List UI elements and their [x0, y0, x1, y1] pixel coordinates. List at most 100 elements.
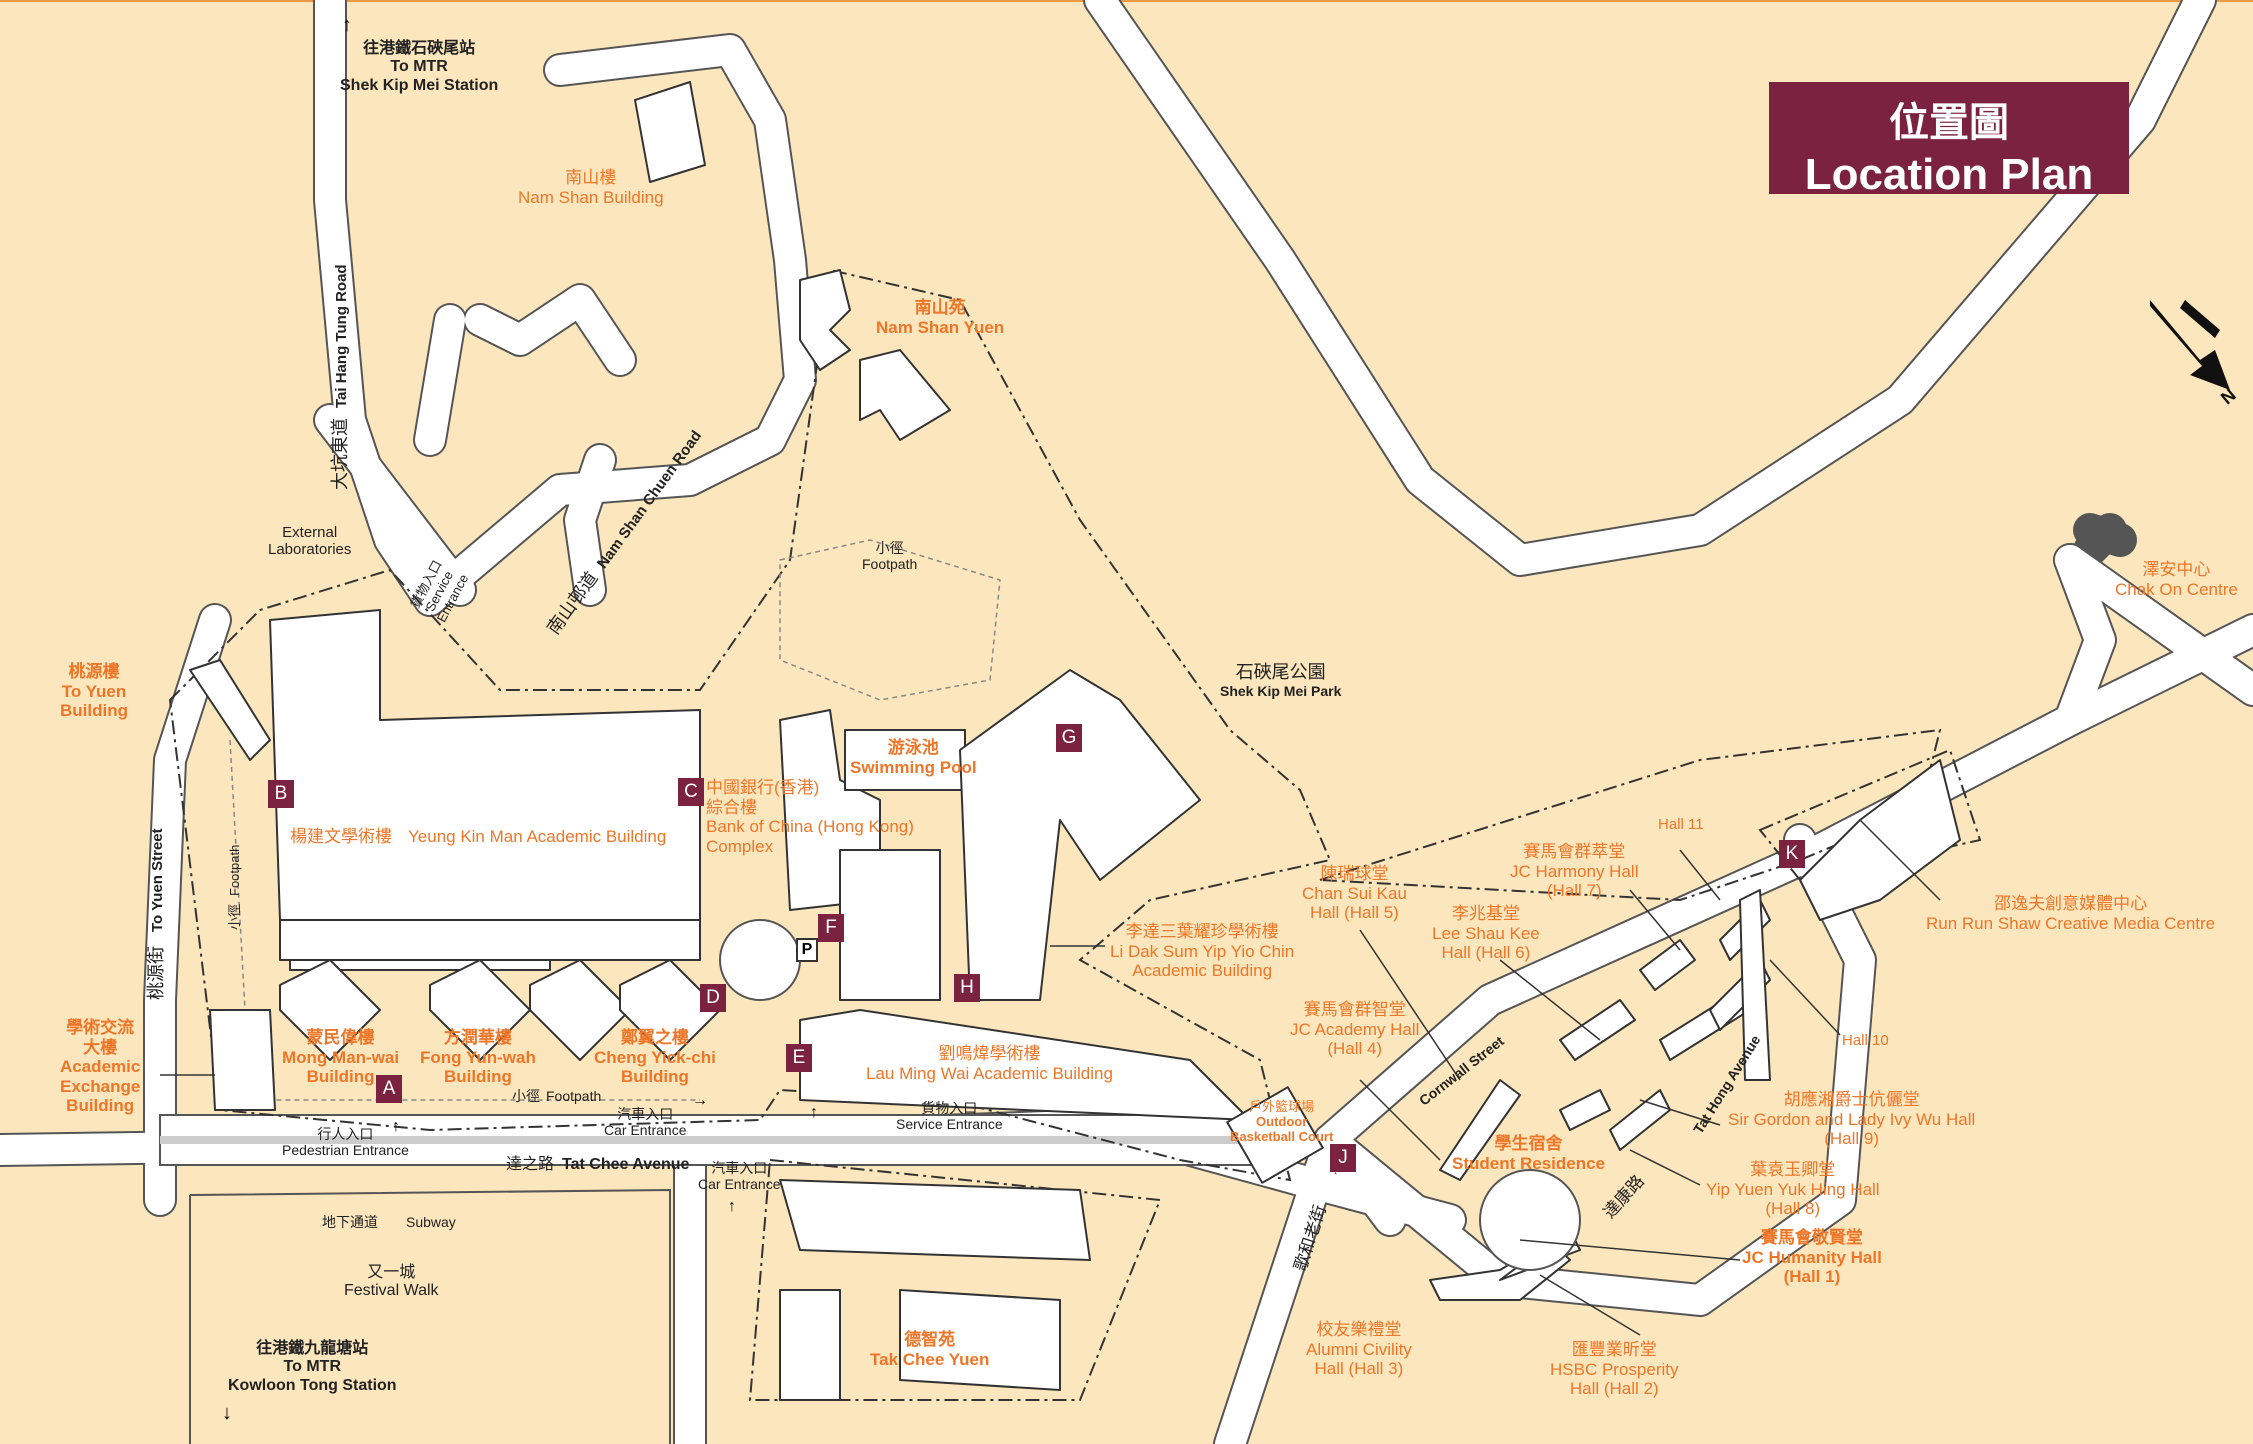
lee-shau-kee-zh: 李兆基堂 — [1451, 904, 1520, 923]
marker-e[interactable]: E — [786, 1044, 812, 1072]
alumni-civility-zh: 校友樂禮堂 — [1316, 1320, 1402, 1339]
tai-hang-tung-zh: 大坑東道 — [330, 418, 350, 490]
fong-yun-wah-en2: Building — [443, 1067, 512, 1087]
jc-harmony-en1: JC Harmony Hall — [1510, 861, 1639, 881]
road-tai-hang-tung: 大坑東道Tai Hang Tung Road — [326, 264, 352, 490]
label-swimming-pool: 游泳池 Swimming Pool — [850, 738, 977, 777]
yip-yuen-yuk-en2: (Hall 8) — [1765, 1199, 1821, 1219]
festival-walk-en: Festival Walk — [344, 1282, 439, 1300]
mong-man-wai-en2: Building — [306, 1067, 375, 1087]
lau-ming-wai-zh: 劉鳴煒學術樓 — [938, 1044, 1041, 1063]
academic-exchange-zh2: 大樓 — [83, 1037, 118, 1057]
label-tak-chee-yuen: 德智苑 Tak Chee Yuen — [870, 1330, 989, 1369]
run-run-shaw-zh: 邵逸夫創意媒體中心 — [1994, 894, 2148, 913]
marker-c[interactable]: C — [678, 778, 704, 806]
location-plan-title: 位置圖 Location Plan — [1769, 82, 2129, 199]
label-car-entrance-2: 汽車入口 Car Entrance — [698, 1160, 780, 1192]
fong-yun-wah-en1: Fong Yun-wah — [420, 1047, 536, 1067]
label-festival-walk: 又一城 Festival Walk — [344, 1264, 439, 1301]
label-run-run-shaw: 邵逸夫創意媒體中心 Run Run Shaw Creative Media Ce… — [1926, 894, 2215, 933]
label-boc-complex: 中國銀行(香港) 綜合樓 Bank of China (Hong Kong) C… — [706, 778, 914, 856]
student-residence-en: Student Residence — [1452, 1153, 1606, 1173]
nam-shan-yuen-en: Nam Shan Yuen — [876, 317, 1005, 337]
marker-d[interactable]: D — [700, 984, 726, 1012]
pedestrian-entrance-en: Pedestrian Entrance — [282, 1142, 409, 1159]
to-yuen-street-en: To Yuen Street — [149, 828, 166, 932]
label-hall-11: Hall 11 — [1658, 816, 1704, 833]
hsbc-prosperity-zh: 匯豐業昕堂 — [1571, 1340, 1657, 1359]
tat-chee-zh: 達之路 — [506, 1156, 555, 1173]
marker-g[interactable]: G — [1056, 724, 1082, 752]
label-li-dak-sum: 李達三葉耀珍學術樓 Li Dak Sum Yip Yio Chin Academ… — [1110, 922, 1294, 981]
label-lau-ming-wai: 劉鳴煒學術樓 Lau Ming Wai Academic Building — [866, 1044, 1113, 1083]
car-entrance-1-en: Car Entrance — [604, 1122, 687, 1139]
hsbc-prosperity-en1: HSBC Prosperity — [1550, 1359, 1679, 1379]
road-tat-chee-avenue: 達之路 Tat Chee Avenue — [506, 1150, 689, 1174]
marker-k[interactable]: K — [1779, 840, 1805, 868]
pedestrian-arrow-icon: ↑ — [392, 1118, 400, 1135]
to-yuen-building-en2: Building — [60, 701, 128, 721]
car-arrow-icon: → — [692, 1092, 708, 1109]
student-residence-zh: 學生宿舍 — [1494, 1134, 1563, 1153]
academic-exchange-zh1: 學術交流 — [66, 1018, 135, 1037]
title-en: Location Plan — [1804, 150, 2094, 199]
label-footpath-1: 小徑 Footpath — [862, 540, 917, 572]
li-dak-sum-zh: 李達三葉耀珍學術樓 — [1125, 922, 1279, 941]
festival-walk-zh: 又一城 — [367, 1264, 416, 1281]
label-nam-shan-yuen: 南山苑 Nam Shan Yuen — [876, 298, 1004, 337]
label-external-laboratories: External Laboratories — [268, 524, 351, 559]
label-service-entrance-2: 貨物入口 Service Entrance — [896, 1100, 1003, 1132]
title-zh: 位置圖 — [1889, 101, 2009, 145]
skm-park-en: Shek Kip Mei Park — [1220, 682, 1342, 699]
footpath-3-en: Footpath — [546, 1088, 602, 1104]
jc-academy-zh: 賽馬會群智堂 — [1303, 1000, 1406, 1019]
north-letter: N — [2217, 385, 2240, 409]
swimming-pool-en: Swimming Pool — [850, 757, 977, 777]
jc-humanity-zh: 賽馬會敬賢堂 — [1760, 1228, 1863, 1247]
label-chan-sui-kau: 陳瑞球堂 Chan Sui Kau Hall (Hall 5) — [1302, 864, 1407, 923]
skm-park-zh: 石硤尾公園 — [1235, 662, 1326, 682]
label-alumni-civility: 校友樂禮堂 Alumni Civility Hall (Hall 3) — [1306, 1320, 1412, 1379]
label-jc-academy: 賽馬會群智堂 JC Academy Hall (Hall 4) — [1290, 1000, 1419, 1059]
label-footpath-2: 小徑Footpath — [227, 845, 243, 930]
external-labs-en2: Laboratories — [268, 541, 352, 559]
li-dak-sum-en2: Academic Building — [1132, 961, 1273, 981]
mong-man-wai-en1: Mong Man-wai — [282, 1047, 400, 1067]
alumni-civility-en1: Alumni Civility — [1306, 1339, 1412, 1359]
campus-boundary — [168, 268, 1332, 1182]
tat-chee-en: Tat Chee Avenue — [562, 1156, 690, 1173]
academic-exchange-en2: Exchange — [60, 1076, 141, 1096]
chan-sui-kau-en1: Chan Sui Kau — [1302, 883, 1407, 903]
alumni-civility-en2: Hall (Hall 3) — [1314, 1359, 1404, 1379]
label-chak-on-centre: 澤安中心 Chak On Centre — [2115, 560, 2238, 599]
marker-h[interactable]: H — [954, 974, 980, 1002]
service-arrow-icon: ↑ — [810, 1104, 818, 1121]
nam-shan-building-zh: 南山樓 — [565, 168, 617, 187]
subway-en: Subway — [406, 1214, 456, 1230]
basketball-zh: 戶外籃球場 — [1249, 1099, 1315, 1114]
service-entrance-2-en: Service Entrance — [896, 1116, 1003, 1133]
ivy-wu-en1: Sir Gordon and Lady Ivy Wu Hall — [1728, 1109, 1976, 1129]
yip-yuen-yuk-en1: Yip Yuen Yuk Hing Hall — [1706, 1179, 1880, 1199]
car-entrance-2-en: Car Entrance — [698, 1176, 781, 1193]
label-pedestrian-entrance: 行人入口 Pedestrian Entrance — [282, 1126, 409, 1158]
marker-b[interactable]: B — [268, 780, 294, 808]
yip-yuen-yuk-zh: 葉袁玉卿堂 — [1750, 1160, 1836, 1179]
footpath-1-en: Footpath — [862, 556, 918, 573]
mtr-skm-en2: Shek Kip Mei Station — [340, 76, 499, 94]
lee-shau-kee-en1: Lee Shau Kee — [1432, 923, 1540, 943]
jc-harmony-en2: (Hall 7) — [1546, 881, 1602, 901]
marker-j[interactable]: J — [1330, 1144, 1356, 1172]
yeung-kin-man-en: Yeung Kin Man Academic Building — [408, 827, 667, 846]
marker-f[interactable]: F — [818, 914, 844, 942]
label-mtr-kowloon-tong: 往港鐵九龍塘站 To MTR Kowloon Tong Station — [228, 1340, 397, 1395]
marker-a[interactable]: A — [376, 1075, 402, 1103]
jc-humanity-en1: JC Humanity Hall — [1742, 1247, 1882, 1267]
tak-chee-yuen-zh: 德智苑 — [904, 1330, 956, 1349]
boc-zh2: 綜合樓 — [706, 797, 757, 817]
jc-humanity-en2: (Hall 1) — [1783, 1267, 1841, 1287]
mtr-skm-en1: To MTR — [390, 58, 448, 76]
